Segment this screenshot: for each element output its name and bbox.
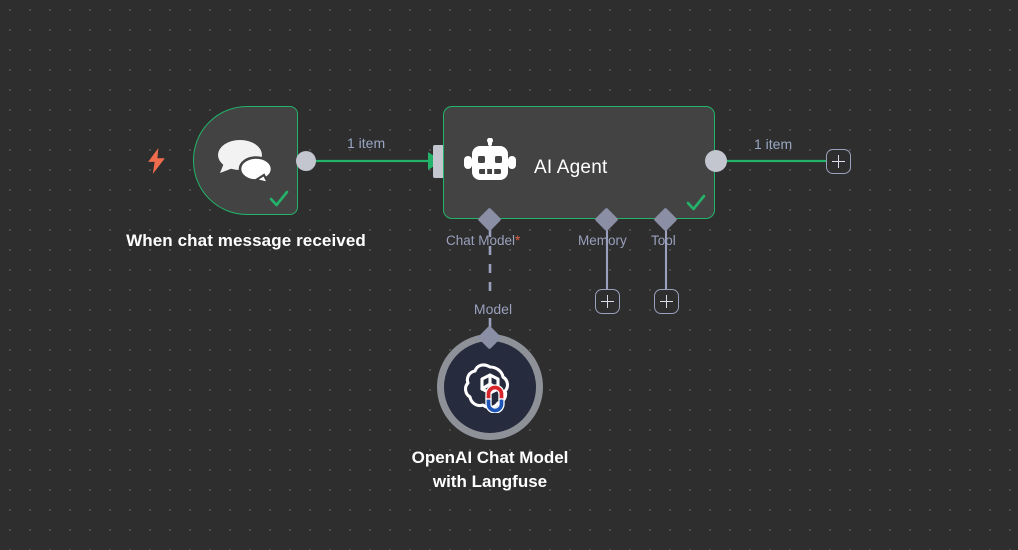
connection-label-model: Model xyxy=(455,300,531,318)
robot-icon xyxy=(464,138,516,180)
node-openai-chat-model[interactable] xyxy=(437,334,543,440)
agent-input-port[interactable] xyxy=(433,145,446,178)
connection-label-trigger-to-agent: 1 item xyxy=(347,135,386,151)
connection-label-agent-to-next: 1 item xyxy=(754,136,793,152)
agent-output-port[interactable] xyxy=(705,150,727,172)
check-icon xyxy=(686,194,706,211)
node-title-ai-agent: AI Agent xyxy=(534,157,608,178)
sub-label-chat-model: Chat Model* xyxy=(446,233,520,248)
check-icon xyxy=(269,190,289,207)
magnet-icon xyxy=(485,384,505,413)
lightning-bolt-icon xyxy=(148,148,165,174)
node-label-openai: OpenAI Chat Model with Langfuse xyxy=(340,446,640,494)
sub-label-tool: Tool xyxy=(651,233,676,248)
sub-label-chat-model-text: Chat Model xyxy=(446,233,516,248)
node-ai-agent[interactable]: AI Agent xyxy=(443,106,715,219)
required-marker-chat-model: * xyxy=(515,233,521,248)
openai-logo-icon xyxy=(464,363,509,413)
add-memory-button[interactable] xyxy=(595,289,620,314)
trigger-output-port[interactable] xyxy=(296,151,316,171)
chat-bubbles-icon xyxy=(217,139,273,185)
add-tool-button[interactable] xyxy=(654,289,679,314)
add-next-node-button[interactable] xyxy=(826,149,851,174)
node-label-openai-line1: OpenAI Chat Model xyxy=(411,448,569,467)
node-label-openai-line2: with Langfuse xyxy=(432,472,548,491)
node-label-trigger: When chat message received xyxy=(126,231,366,250)
sub-label-memory: Memory xyxy=(578,233,627,248)
node-when-chat-message-received[interactable] xyxy=(193,106,298,215)
